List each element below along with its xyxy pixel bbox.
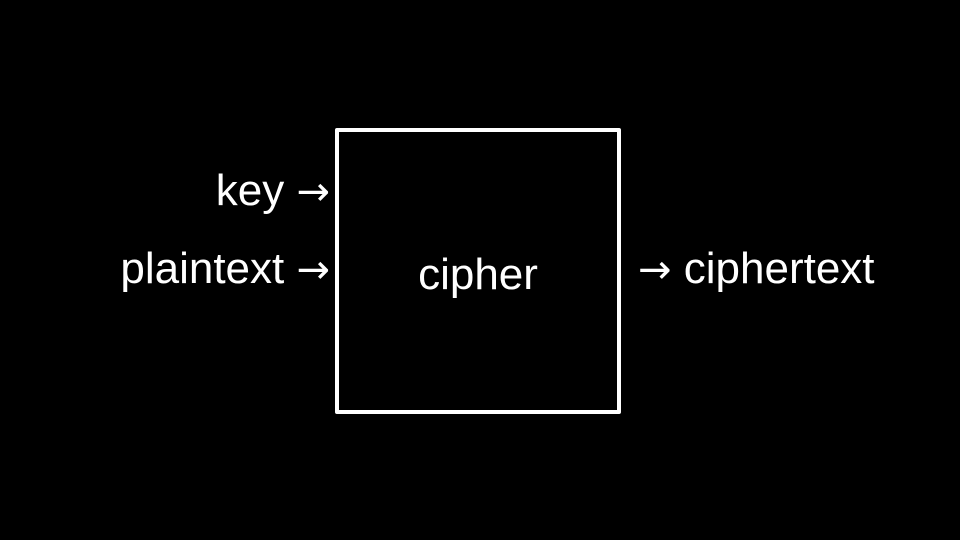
- ciphertext-label-text: ciphertext: [683, 244, 875, 293]
- ciphertext-output-label: → ciphertext: [638, 244, 875, 295]
- key-input-label: key →: [216, 166, 330, 217]
- plaintext-arrow-icon: →: [296, 247, 330, 293]
- plaintext-label-text: plaintext: [120, 244, 285, 293]
- cipher-box: cipher: [335, 128, 621, 414]
- cipher-box-label: cipher: [418, 250, 538, 299]
- plaintext-input-label: plaintext →: [120, 244, 330, 295]
- key-label-text: key: [215, 166, 285, 215]
- ciphertext-arrow-icon: →: [638, 247, 672, 293]
- key-arrow-icon: →: [296, 169, 330, 215]
